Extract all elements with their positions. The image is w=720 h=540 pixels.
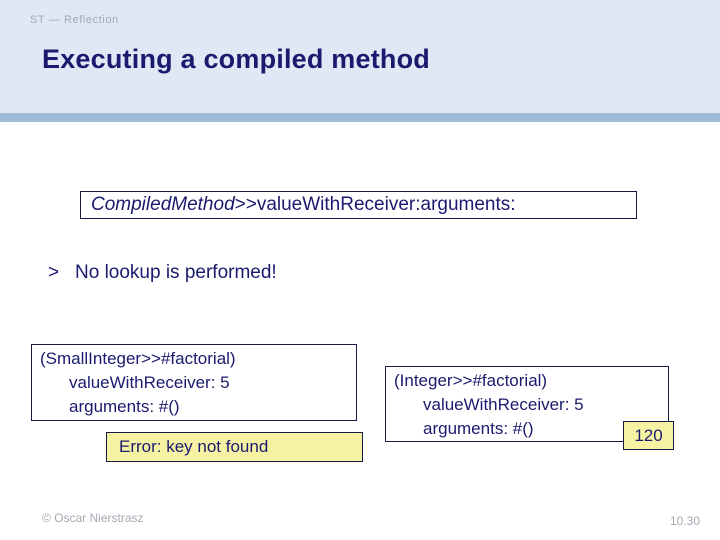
method-signature-box: CompiledMethod>>valueWithReceiver:argume… (80, 191, 637, 219)
bullet-marker: > (48, 262, 60, 283)
code-box-integer: (Integer>>#factorial) valueWithReceiver:… (385, 366, 669, 442)
bullet-text: No lookup is performed! (75, 262, 277, 283)
result-value: 120 (634, 425, 663, 445)
error-text: Error: key not found (119, 437, 269, 456)
code-line: valueWithReceiver: 5 (69, 373, 230, 392)
bullet-item: > No lookup is performed! (48, 262, 277, 284)
method-selector: >>valueWithReceiver:arguments: (234, 194, 516, 215)
code-line: valueWithReceiver: 5 (423, 395, 584, 414)
code-line: arguments: #() (69, 397, 180, 416)
divider-bar (0, 113, 720, 122)
code-box-smallinteger: (SmallInteger>>#factorial) valueWithRece… (31, 344, 357, 421)
code-line: arguments: #() (423, 419, 534, 438)
method-class-name: CompiledMethod (91, 194, 235, 215)
code-line: (SmallInteger>>#factorial) (40, 349, 236, 368)
breadcrumb: ST — Reflection (30, 14, 119, 26)
page-title: Executing a compiled method (42, 44, 430, 74)
error-result-box: Error: key not found (106, 432, 363, 462)
footer-copyright: © Oscar Nierstrasz (42, 511, 144, 525)
header-band: ST — Reflection Executing a compiled met… (0, 0, 720, 113)
footer-page-number: 10.30 (669, 514, 700, 528)
result-value-box: 120 (623, 421, 674, 450)
code-line: (Integer>>#factorial) (394, 371, 548, 390)
